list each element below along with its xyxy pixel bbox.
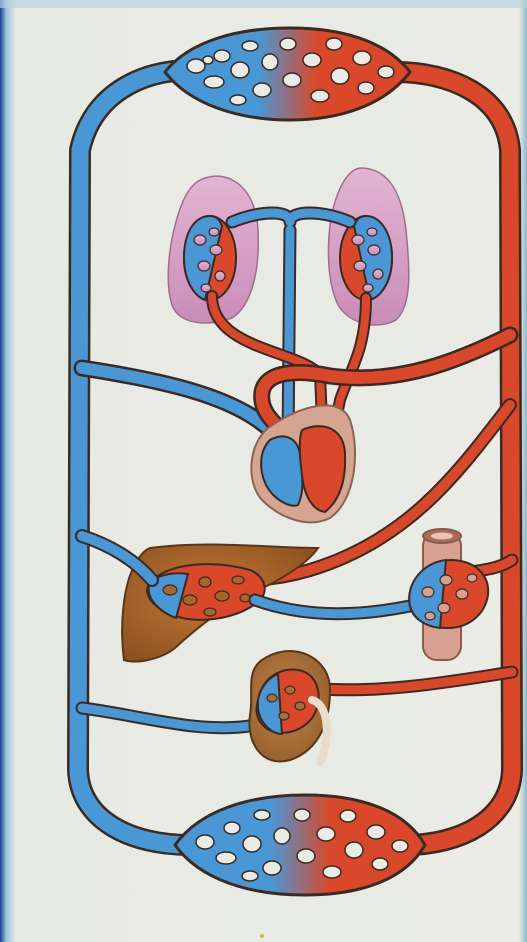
paper-mark: [260, 934, 264, 938]
background-top-band: [0, 0, 527, 8]
